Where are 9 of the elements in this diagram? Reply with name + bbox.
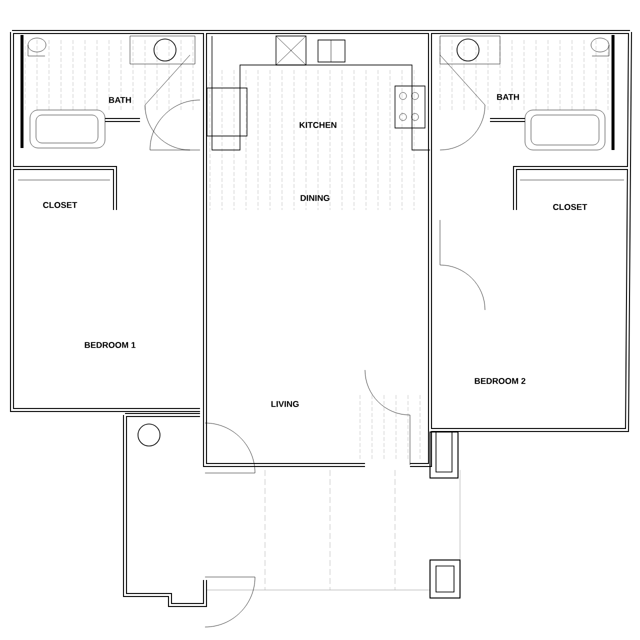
room-label: BATH <box>109 97 131 103</box>
room-label: BATH <box>497 94 519 100</box>
room-label: CLOSET <box>43 202 78 208</box>
room-label: BEDROOM 2 <box>474 378 526 384</box>
room-label: CLOSET <box>553 204 588 210</box>
room-label: KITCHEN <box>300 122 336 128</box>
room-label: BEDROOM 1 <box>84 342 136 348</box>
room-label: LIVING <box>271 401 299 407</box>
room-label: DINING <box>300 195 330 201</box>
